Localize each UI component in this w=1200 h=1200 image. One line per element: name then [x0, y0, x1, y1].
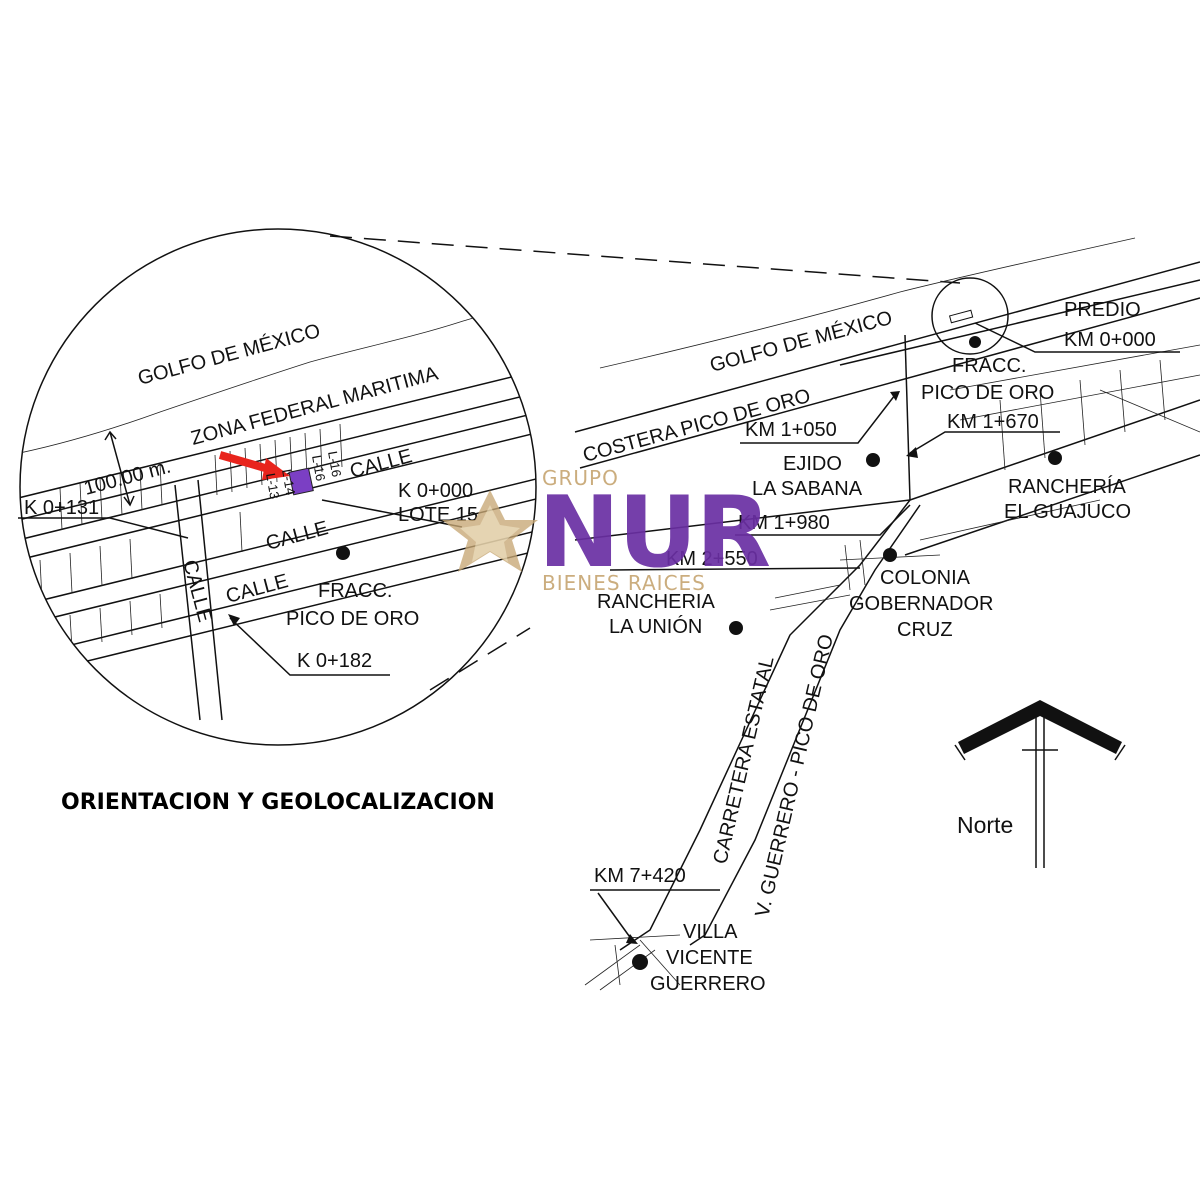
costera-line-1	[574, 261, 1200, 433]
inset-calle-label-4: CALLE	[178, 558, 216, 625]
map-title: ORIENTACION Y GEOLOCALIZACION	[61, 790, 495, 815]
overview-carretera-label: CARRETERA ESTATAL	[709, 654, 778, 866]
villa-dot-icon	[632, 954, 648, 970]
overview-union-name-label: LA UNIÓN	[609, 615, 702, 638]
distance-dimension-line	[109, 431, 131, 506]
overview-ejido-label: EJIDO	[783, 453, 842, 475]
zoom-line-top	[329, 235, 961, 284]
leader-km2550	[609, 567, 861, 571]
brand-main-text: NUR	[538, 476, 770, 590]
overview-villa-label: VILLA	[683, 921, 738, 943]
overview-fracc-name-label: PICO DE ORO	[921, 382, 1054, 404]
brand-logo: GRUPO NUR BIENES RAICES	[442, 466, 772, 595]
overview-rancheria-guajuco-label: RANCHERÍA	[1008, 475, 1126, 498]
leader-k0182	[229, 617, 390, 676]
overview-km1980-label: KM 1+980	[738, 512, 830, 534]
leader-km0000	[974, 322, 1180, 353]
predio-zoom-circle	[931, 277, 1009, 355]
north-label: Norte	[957, 812, 1013, 838]
inset-lot-l16b: L-16	[309, 454, 328, 482]
coastline	[599, 237, 1136, 369]
red-pointer-arrow-icon	[218, 451, 290, 480]
cross-street-a	[174, 484, 201, 721]
calle-line-6	[20, 549, 536, 681]
overview-cruz-label: CRUZ	[897, 619, 953, 641]
calle-line-4	[20, 497, 536, 629]
zona-federal-line	[20, 369, 536, 501]
inset-linework	[20, 297, 536, 721]
leader-k0000	[321, 499, 463, 528]
overview-guajuco-name-label: EL GUAJUCO	[1004, 501, 1131, 523]
overview-predio-label: PREDIO	[1064, 299, 1141, 321]
overview-km0000-label: KM 0+000	[1064, 329, 1156, 351]
inset-lot-l14: L-14	[279, 468, 298, 496]
inset-k0182-label: K 0+182	[297, 650, 372, 672]
overview-rancheria-union-label: RANCHERIA	[597, 591, 715, 613]
leader-km1050-tip	[890, 391, 900, 401]
inset-lot-l16a: L-16	[325, 450, 344, 478]
lot-top-line	[20, 391, 536, 523]
calle-line-3	[20, 477, 536, 609]
guajuco-dot-icon	[1048, 451, 1062, 465]
brand-top-text: GRUPO	[542, 466, 619, 490]
calle-line-5	[20, 529, 536, 661]
colonia-dot-icon	[883, 548, 897, 562]
overview-map: GOLFO DE MÉXICO PREDIO KM 0+000 COSTERA …	[574, 237, 1200, 995]
cross-street-b	[197, 479, 223, 721]
dimension-tick-bottom	[123, 495, 135, 507]
inset-zona-label: ZONA FEDERAL MARITIMA	[189, 362, 441, 449]
coast-parallel-line	[839, 279, 1200, 366]
costera-line-2	[579, 297, 1200, 469]
star-logo-icon	[442, 490, 538, 572]
overview-km2550-label: KM 2+550	[666, 548, 758, 570]
zoom-line-bottom	[429, 627, 531, 691]
inset-k0131-label: K 0+131	[24, 497, 99, 519]
predio-dot-icon	[969, 336, 981, 348]
overview-km1670-label: KM 1+670	[947, 411, 1039, 433]
inset-fracc-label: FRACC.	[318, 580, 392, 602]
leader-km1670	[909, 431, 1060, 454]
inset-k0000-label: K 0+000	[398, 480, 473, 502]
boundary-line-h	[574, 499, 911, 541]
leader-km1670-tip	[906, 447, 918, 458]
overview-colonia-label: COLONIA	[880, 567, 971, 589]
lot-marker	[288, 467, 314, 496]
union-dot-icon	[729, 621, 743, 635]
ejido-dot-icon	[866, 453, 880, 467]
detail-inset: GOLFO DE MÉXICO ZONA FEDERAL MARITIMA 10…	[18, 228, 537, 746]
fracc-dot-icon	[336, 546, 350, 560]
predio-lots	[948, 309, 974, 324]
leader-k0131	[18, 517, 189, 539]
leader-km1980	[735, 504, 911, 536]
leader-k0182-tip	[228, 614, 240, 626]
overview-golfo-label: GOLFO DE MÉXICO	[707, 306, 894, 377]
leader-km7420-tail	[597, 892, 633, 941]
inset-circle-border	[19, 228, 537, 746]
overview-km1050-label: KM 1+050	[745, 419, 837, 441]
inset-golfo-label: GOLFO DE MÉXICO	[135, 319, 322, 390]
inset-fracc-name-label: PICO DE ORO	[286, 608, 419, 630]
highway-line-west	[619, 499, 911, 951]
calle-line-2	[20, 431, 536, 563]
dimension-tick-top	[104, 430, 117, 441]
boundary-line-v	[904, 334, 911, 501]
inset-calle-label-2: CALLE	[264, 517, 331, 555]
overview-km7420-label: KM 7+420	[594, 865, 686, 887]
inset-lot-l13: L-13	[263, 472, 282, 500]
brand-bottom-text: BIENES RAICES	[542, 571, 706, 595]
overview-gobernador-label: GOBERNADOR	[849, 593, 993, 615]
inset-calle-label-3: CALLE	[224, 570, 291, 608]
overview-guerrero-label: GUERRERO	[650, 973, 766, 995]
east-road-line-2	[904, 454, 1200, 556]
overview-ejido-name-label: LA SABANA	[752, 478, 863, 500]
leader-km7420-tip	[626, 934, 638, 944]
highway-line-east	[689, 504, 921, 946]
overview-fracc-label: FRACC.	[952, 355, 1026, 377]
east-road-line-1	[909, 399, 1200, 501]
leader-km1050	[740, 394, 896, 444]
north-arrow-icon	[954, 700, 1126, 868]
overview-vicente-label: VICENTE	[666, 947, 753, 969]
